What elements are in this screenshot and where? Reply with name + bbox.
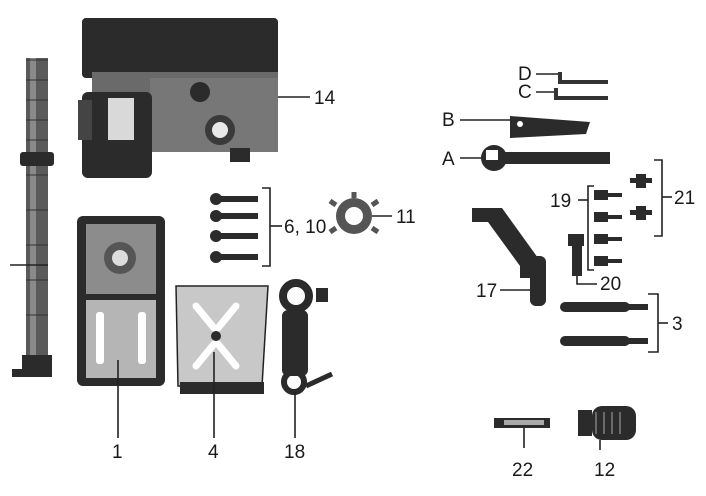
label-crank-handle: 17 — [476, 281, 497, 302]
label-hex-key-c: C — [518, 82, 532, 103]
hex-keys-drawing — [536, 72, 608, 100]
label-screws-21: 21 — [674, 188, 695, 209]
ring-nut-drawing — [328, 192, 392, 235]
chuck-drawing — [578, 406, 636, 450]
base-plate-drawing — [77, 216, 165, 438]
label-head: 14 — [314, 88, 336, 109]
label-pin-20: 20 — [600, 274, 621, 295]
table-drawing — [175, 285, 269, 438]
table-arm-drawing — [279, 279, 334, 438]
open-wrench-drawing — [460, 145, 610, 171]
wedge-wrench-drawing — [460, 116, 590, 138]
bolts-drawing — [210, 187, 282, 267]
pin-20-drawing — [568, 234, 597, 285]
arbor-drawing — [494, 418, 550, 448]
label-screws-19: 19 — [550, 191, 571, 212]
crank-handle-drawing — [472, 208, 546, 306]
screws-19-drawing — [578, 185, 622, 271]
label-arbor: 22 — [512, 460, 533, 481]
labels: 14 6, 10 11 1 4 18 D C B A 19 21 17 20 3… — [112, 64, 695, 481]
label-table-arm: 18 — [284, 442, 305, 463]
label-table: 4 — [208, 442, 219, 463]
column-drawing — [10, 58, 54, 377]
label-wedge-wrench: B — [442, 110, 455, 131]
label-base-plate: 1 — [112, 442, 123, 463]
label-bolts: 6, 10 — [284, 217, 326, 238]
label-feed-handles: 3 — [672, 314, 683, 335]
head-drawing — [78, 18, 310, 178]
label-open-wrench: A — [442, 149, 455, 170]
feed-handles-drawing — [560, 293, 668, 353]
label-hex-key-d: D — [518, 64, 532, 85]
label-ring-nut: 11 — [396, 207, 416, 228]
screws-21-drawing — [630, 159, 672, 237]
label-chuck: 12 — [594, 460, 615, 481]
